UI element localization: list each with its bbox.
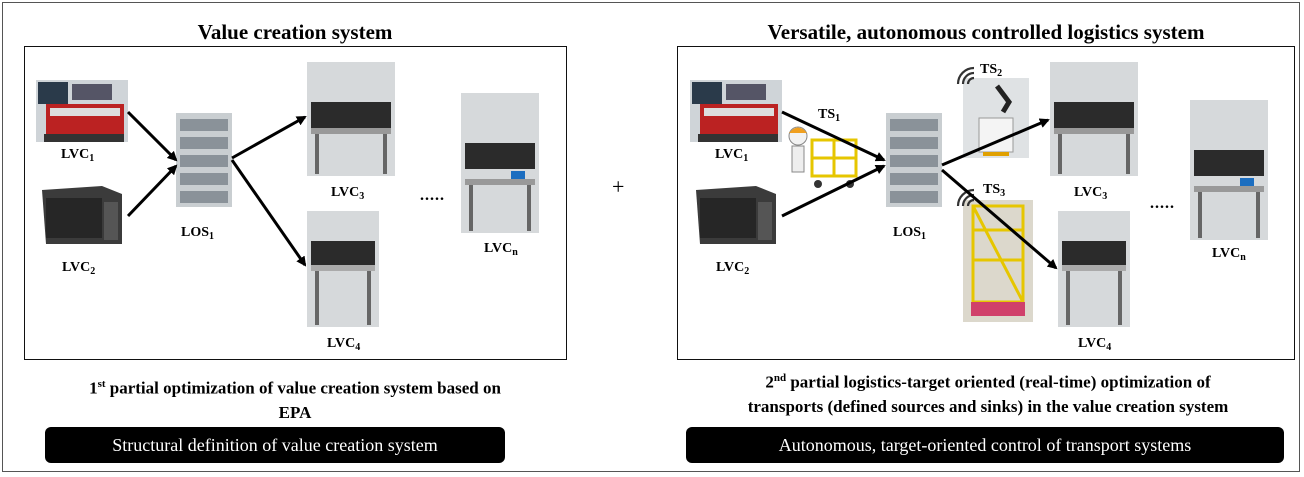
workstation-lvcn-image: [1190, 100, 1268, 240]
right-ts1-label: TS1: [818, 107, 841, 124]
right-lvc1-label: LVC1: [715, 147, 749, 164]
los-rack-image: [176, 113, 232, 207]
workstation-lvc3-image: [307, 62, 395, 176]
right-los1-label: LOS1: [893, 225, 927, 242]
left-lvc1-label: LVC1: [61, 147, 95, 164]
left-caption: 1st partial optimization of value creati…: [89, 378, 501, 422]
left-ellipsis: .....: [420, 187, 445, 204]
left-lvc4-label: LVC4: [327, 336, 361, 353]
workstation-lvc4-image: [307, 211, 379, 327]
right-lvc3-label: LVC3: [1074, 185, 1108, 202]
workstation-lvc4-image: [1058, 211, 1130, 327]
left-lvc2-label: LVC2: [62, 260, 96, 277]
left-lvc3-label: LVC3: [331, 185, 365, 202]
right-lvcn-label: LVCn: [1212, 246, 1246, 263]
plus-sign: +: [612, 174, 625, 199]
3d-printer-image: [38, 184, 124, 246]
right-lvc2-label: LVC2: [716, 260, 750, 277]
workstation-lvcn-image: [461, 93, 539, 233]
worker-with-cart-image: [782, 120, 860, 192]
workstation-lvc3-image: [1050, 62, 1138, 176]
left-summary-badge: Structural definition of value creation …: [45, 427, 505, 463]
right-ts3-label: TS3: [983, 182, 1006, 199]
right-summary-badge: Autonomous, target-oriented control of t…: [686, 427, 1284, 463]
wifi-signal-icon: [956, 66, 975, 85]
left-panel-title: Value creation system: [197, 20, 393, 44]
left-los1-label: LOS1: [181, 225, 215, 242]
3d-printer-image: [692, 184, 778, 246]
wifi-signal-icon: [956, 188, 975, 207]
laser-cutter-image: [690, 80, 782, 142]
los-rack-image: [886, 113, 942, 207]
right-ellipsis: .....: [1150, 195, 1175, 212]
laser-cutter-image: [36, 80, 128, 142]
mobile-robot-ts2-image: [963, 78, 1029, 158]
right-lvc4-label: LVC4: [1078, 336, 1112, 353]
right-ts2-label: TS2: [980, 62, 1003, 79]
right-caption: 2nd partial logistics-target oriented (r…: [747, 372, 1229, 416]
left-lvcn-label: LVCn: [484, 241, 518, 258]
right-panel-title: Versatile, autonomous controlled logisti…: [767, 20, 1205, 44]
agv-ts3-image: [963, 200, 1033, 322]
